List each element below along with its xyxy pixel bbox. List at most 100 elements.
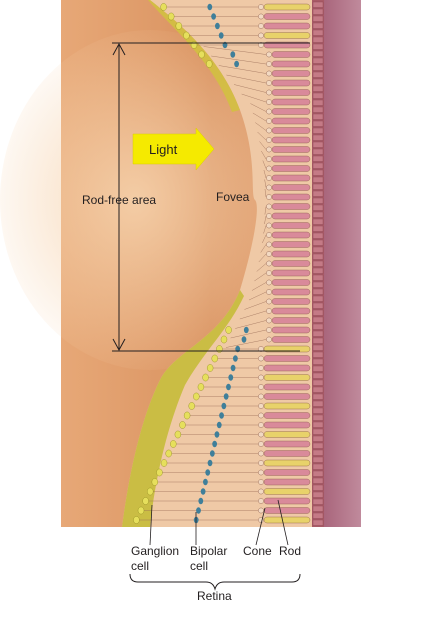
light-label: Light bbox=[149, 142, 178, 157]
rod-cell bbox=[263, 516, 311, 524]
pigment-cell bbox=[312, 36, 324, 43]
cone-cell bbox=[271, 117, 311, 125]
receptor-fiber bbox=[261, 150, 267, 160]
ganglion-cell bbox=[225, 326, 232, 334]
receptor-fiber bbox=[251, 282, 267, 291]
receptor-nucleus bbox=[266, 203, 272, 210]
receptor-nucleus bbox=[266, 194, 272, 200]
receptor-nucleus bbox=[266, 279, 272, 286]
bipolar-cell bbox=[214, 431, 220, 438]
receptor-fiber bbox=[262, 234, 267, 244]
pigment-cell bbox=[312, 372, 324, 379]
cone-cell bbox=[263, 507, 311, 514]
ganglion-cell bbox=[206, 364, 214, 372]
rod-cell bbox=[263, 488, 311, 495]
pigment-cell bbox=[312, 190, 324, 197]
bipolar-cell bbox=[215, 22, 220, 30]
nerve-fiber-layer-bottom bbox=[122, 290, 244, 527]
receptor-nucleus bbox=[258, 498, 264, 504]
pigment-cell bbox=[312, 428, 324, 435]
receptor-nucleus bbox=[258, 365, 264, 371]
pigment-cell bbox=[312, 456, 324, 463]
bipolar-cell bbox=[212, 440, 218, 448]
receptor-nucleus bbox=[258, 479, 264, 485]
pigment-cell bbox=[312, 379, 324, 386]
nerve-fiber-layer-top bbox=[148, 0, 240, 112]
pigment-cell bbox=[312, 64, 324, 71]
receptor-nucleus bbox=[266, 184, 272, 191]
cone-cell bbox=[271, 288, 311, 296]
receptor-fiber bbox=[254, 272, 267, 282]
pigment-cell bbox=[312, 337, 324, 344]
pigment-cell bbox=[312, 50, 324, 57]
receptor-nucleus bbox=[266, 89, 272, 96]
receptor-nucleus bbox=[266, 165, 272, 172]
cone-cell bbox=[263, 412, 311, 419]
ganglion-cell-label: Ganglion cell bbox=[131, 544, 179, 574]
cone-leader bbox=[255, 507, 266, 546]
receptor-nucleus bbox=[258, 23, 264, 29]
receptor-nucleus bbox=[266, 127, 272, 134]
cone-cell bbox=[263, 364, 311, 372]
receptor-fiber bbox=[218, 65, 267, 74]
pigment-cell bbox=[312, 106, 324, 113]
cone-cell bbox=[271, 89, 311, 96]
cone-cell bbox=[271, 298, 311, 305]
bipolar-cell bbox=[228, 374, 234, 381]
pigment-cell bbox=[312, 470, 324, 477]
photoreceptor-layer bbox=[133, 3, 311, 524]
ganglion-cell bbox=[160, 3, 167, 11]
cone-cell bbox=[271, 212, 311, 220]
pigment-cell bbox=[312, 267, 324, 274]
ganglion-cell bbox=[216, 345, 223, 353]
cone-cell bbox=[271, 231, 311, 239]
ganglion-cell bbox=[190, 41, 198, 49]
cone-cell bbox=[271, 307, 311, 315]
receptor-nucleus bbox=[266, 80, 272, 86]
cone-cell bbox=[271, 222, 311, 229]
rod-cell bbox=[263, 32, 311, 39]
ganglion-cell bbox=[205, 60, 213, 68]
bipolar-cell bbox=[198, 497, 204, 505]
pigment-cell bbox=[312, 197, 324, 204]
pigment-cell bbox=[312, 274, 324, 281]
cone-cell bbox=[263, 421, 311, 429]
cone-cell bbox=[263, 22, 311, 30]
pigment-cell bbox=[312, 393, 324, 400]
cone-cell bbox=[263, 393, 311, 400]
receptor-nucleus bbox=[258, 460, 264, 466]
receptor-nucleus bbox=[258, 393, 264, 400]
retina-brace bbox=[129, 573, 301, 591]
pigment-cell bbox=[312, 218, 324, 225]
bipolar-cell bbox=[205, 469, 211, 476]
receptor-fiber bbox=[264, 188, 267, 198]
receptor-nucleus bbox=[266, 336, 272, 343]
pigment-cell bbox=[312, 512, 324, 519]
pigment-cell bbox=[312, 477, 324, 484]
receptor-nucleus bbox=[258, 403, 264, 409]
pigment-cell bbox=[312, 127, 324, 134]
receptor-fiber bbox=[203, 46, 267, 55]
pigment-cell bbox=[312, 183, 324, 190]
cone-cell bbox=[263, 13, 311, 20]
pigment-cell bbox=[312, 43, 324, 50]
rod-cell bbox=[263, 402, 311, 410]
receptor-nucleus bbox=[266, 146, 272, 153]
cone-cell bbox=[263, 450, 311, 457]
cone-cell bbox=[271, 98, 311, 106]
bipolar-cell bbox=[209, 450, 215, 457]
rod-free-arrowhead-top bbox=[112, 42, 126, 56]
ganglion-cell bbox=[137, 506, 145, 515]
pigment-cell bbox=[312, 442, 324, 449]
pigment-cell bbox=[312, 71, 324, 78]
pigment-cell bbox=[312, 92, 324, 99]
cone-cell bbox=[271, 269, 311, 277]
receptor-nucleus bbox=[258, 422, 264, 428]
receptor-nucleus bbox=[258, 412, 264, 419]
bipolar-cell bbox=[196, 507, 201, 514]
receptor-nucleus bbox=[258, 431, 264, 438]
pigment-cell bbox=[312, 463, 324, 470]
receptor-nucleus bbox=[258, 13, 264, 20]
receptor-nucleus bbox=[258, 488, 264, 495]
cone-cell bbox=[263, 383, 311, 391]
